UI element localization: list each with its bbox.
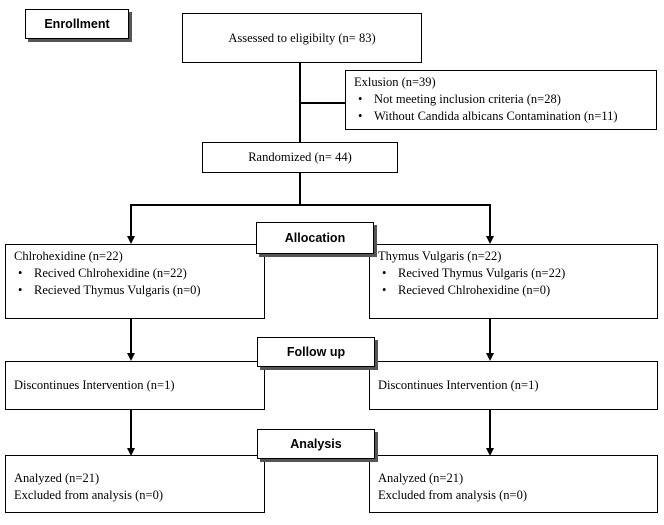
connector-left-down-1 [130,204,132,238]
right-arm-allocation-box: Thymus Vulgaris (n=22) Recived Thymus Vu… [369,244,658,319]
connector-assessed-to-randomized [299,63,301,142]
right-followup-box: Discontinues Intervention (n=1) [369,361,658,410]
followup-label: Follow up [257,337,375,367]
connector-randomized-down [299,173,301,205]
right-analyzed-text: Analyzed (n=21) [378,471,464,485]
randomized-box: Randomized (n= 44) [202,142,398,173]
arrow-right-1 [486,236,494,244]
left-followup-text: Discontinues Intervention (n=1) [14,378,175,392]
exclusion-item: Without Candida albicans Contamination (… [354,108,648,125]
left-arm-title: Chlrohexidine (n=22) [14,249,123,263]
enrollment-label: Enrollment [25,9,129,39]
left-arm-list: Recived Chlrohexidine (n=22) Recieved Th… [14,265,256,299]
left-arm-item: Recived Chlrohexidine (n=22) [14,265,256,282]
analysis-label: Analysis [257,429,375,459]
connector-right-down-3 [489,410,491,450]
connector-right-down-1 [489,204,491,238]
arrow-right-3 [486,448,494,456]
right-analysis-box: Analyzed (n=21) Excluded from analysis (… [369,455,658,513]
arrow-left-1 [127,236,135,244]
right-arm-title: Thymus Vulgaris (n=22) [378,249,502,263]
left-excluded-text: Excluded from analysis (n=0) [14,488,164,502]
arrow-right-2 [486,353,494,361]
connector-left-down-3 [130,410,132,450]
connector-split-horizontal [130,204,491,206]
left-arm-allocation-box: Chlrohexidine (n=22) Recived Chlrohexidi… [5,244,265,319]
right-excluded-text: Excluded from analysis (n=0) [378,488,528,502]
connector-right-down-2 [489,319,491,355]
allocation-label: Allocation [256,222,374,254]
left-analysis-box: Analyzed (n=21) Excluded from analysis (… [5,455,265,513]
left-arm-item: Recieved Thymus Vulgaris (n=0) [14,282,256,299]
exclusion-list: Not meeting inclusion criteria (n=28) Wi… [354,91,648,125]
arrow-left-3 [127,448,135,456]
exclusion-box: Exlusion (n=39) Not meeting inclusion cr… [345,70,657,130]
left-followup-box: Discontinues Intervention (n=1) [5,361,265,410]
connector-to-exclusion [300,102,345,104]
right-arm-item: Recieved Chlrohexidine (n=0) [378,282,649,299]
left-analyzed-text: Analyzed (n=21) [14,471,100,485]
arrow-left-2 [127,353,135,361]
exclusion-item: Not meeting inclusion criteria (n=28) [354,91,648,108]
right-arm-item: Recived Thymus Vulgaris (n=22) [378,265,649,282]
connector-left-down-2 [130,319,132,355]
exclusion-title: Exlusion (n=39) [354,75,436,89]
right-arm-list: Recived Thymus Vulgaris (n=22) Recieved … [378,265,649,299]
right-followup-text: Discontinues Intervention (n=1) [378,378,539,392]
assessed-box: Assessed to eligibilty (n= 83) [182,13,422,63]
